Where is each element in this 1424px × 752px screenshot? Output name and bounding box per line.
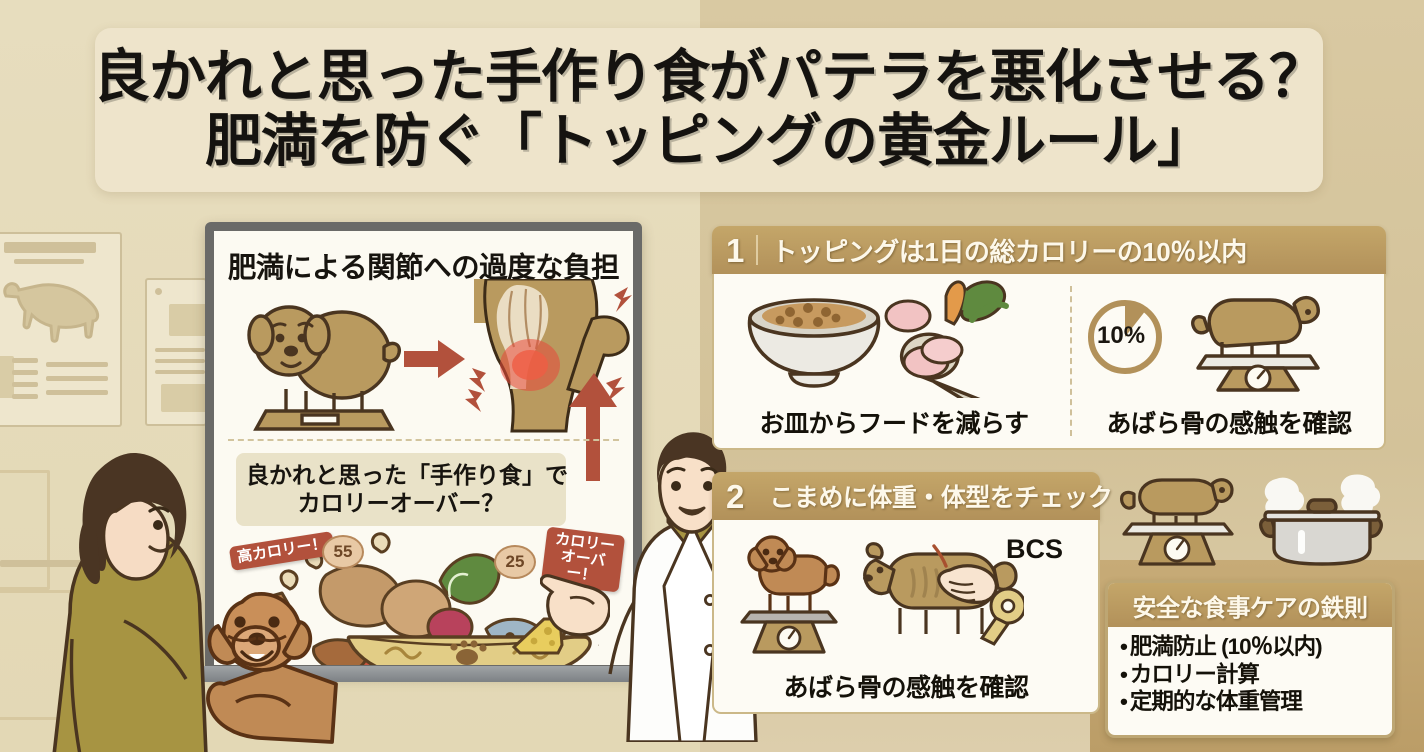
- section-2-caption: あばら骨の感触を確認: [783, 674, 1029, 702]
- rules-box-header: 安全な食事ケアの鉄則: [1108, 583, 1392, 627]
- section-2: 2 こまめに体重・体型をチェック: [712, 472, 1113, 714]
- rules-item-1: 肥満防止 (10％以内): [1120, 633, 1392, 661]
- dog-on-scale-icon: [1191, 296, 1320, 392]
- background-poster-chart: [145, 278, 207, 426]
- section-1-caption-1: お皿からフードを減らす: [759, 410, 1029, 438]
- section-1-number: 1: [726, 231, 745, 269]
- pointing-hand-icon: [540, 574, 610, 637]
- red-arrow-icon: [404, 340, 465, 378]
- page-title-line-1: 良かれと思った手作り食がパテラを悪化させる？: [93, 45, 1326, 110]
- poodle-on-scale-icon: [740, 535, 840, 654]
- whiteboard-panel: 肥満による関節への過度な負担: [205, 222, 642, 674]
- section-2-title: こまめに体重・体型をチェック: [769, 484, 1113, 512]
- section-2-body: BCS あばら骨の感触を確認: [712, 520, 1100, 714]
- section-1: 1 トッピングは1日の総カロリーの10％以内: [712, 226, 1386, 450]
- section-1-divider: [756, 235, 759, 265]
- whiteboard-subheading-line-1: 良かれと思った「手作り食」で: [246, 462, 568, 488]
- section-2-bcs-label: BCS: [1006, 534, 1064, 564]
- section-1-title: トッピングは1日の総カロリーの10％以内: [771, 236, 1247, 267]
- section-1-caption-2: あばら骨の感触を確認: [1106, 410, 1352, 438]
- steaming-pot-icon: [1259, 474, 1383, 566]
- inflamed-knee-joint-icon: [465, 279, 632, 433]
- red-curved-up-arrow-icon: [569, 373, 617, 481]
- dog-silhouette-icon: [3, 282, 100, 343]
- section-1-pie-label: 10%: [1097, 322, 1146, 349]
- whiteboard-divider: [228, 439, 619, 441]
- ten-percent-pie-icon: [1088, 300, 1162, 374]
- page-title-line-2: 肥満を防ぐ「トッピングの黄金ルール」: [205, 109, 1214, 173]
- calorie-chip-55: 55: [322, 535, 364, 569]
- whiteboard-subheading: 良かれと思った「手作り食」で カロリーオーバー？: [236, 453, 568, 527]
- section-1-body: お皿からフードを減らす 10%: [712, 274, 1386, 450]
- section-2-number: 2: [726, 477, 745, 515]
- toy-poodle-illustration: [206, 592, 338, 744]
- food-bowl-icon: [747, 280, 1009, 398]
- overweight-dog-on-scale-icon: [247, 305, 401, 431]
- background-shelf: [0, 470, 50, 590]
- dog-owner-illustration: [52, 453, 208, 752]
- rules-box-list: 肥満防止 (10％以内) カロリー計算 定期的な体重管理: [1108, 627, 1392, 716]
- background-poster-dog: [0, 232, 122, 427]
- calorie-chip-25: 25: [494, 545, 536, 579]
- rules-box-title: 安全な食事ケアの鉄則: [1132, 594, 1369, 622]
- section-2-header: 2 こまめに体重・体型をチェック: [712, 472, 1113, 520]
- bcs-body-check-icon: [863, 542, 1024, 646]
- section-1-header: 1 トッピングは1日の総カロリーの10％以内: [712, 226, 1386, 274]
- rules-box: 安全な食事ケアの鉄則 肥満防止 (10％以内) カロリー計算 定期的な体重管理: [1105, 580, 1395, 738]
- rules-item-2: カロリー計算: [1120, 661, 1392, 689]
- rules-item-3: 定期的な体重管理: [1120, 688, 1392, 716]
- page-title-banner: 良かれと思った手作り食がパテラを悪化させる？ 肥満を防ぐ「トッピングの黄金ルール…: [93, 28, 1326, 192]
- whiteboard-content: 肥満による関節への過度な負担: [214, 231, 633, 665]
- dog-on-scale-icon: [1120, 478, 1234, 566]
- cheese-icon: [511, 617, 564, 655]
- section-1-column-divider: [1070, 286, 1072, 436]
- whiteboard-subheading-line-2: カロリーオーバー？: [297, 490, 505, 517]
